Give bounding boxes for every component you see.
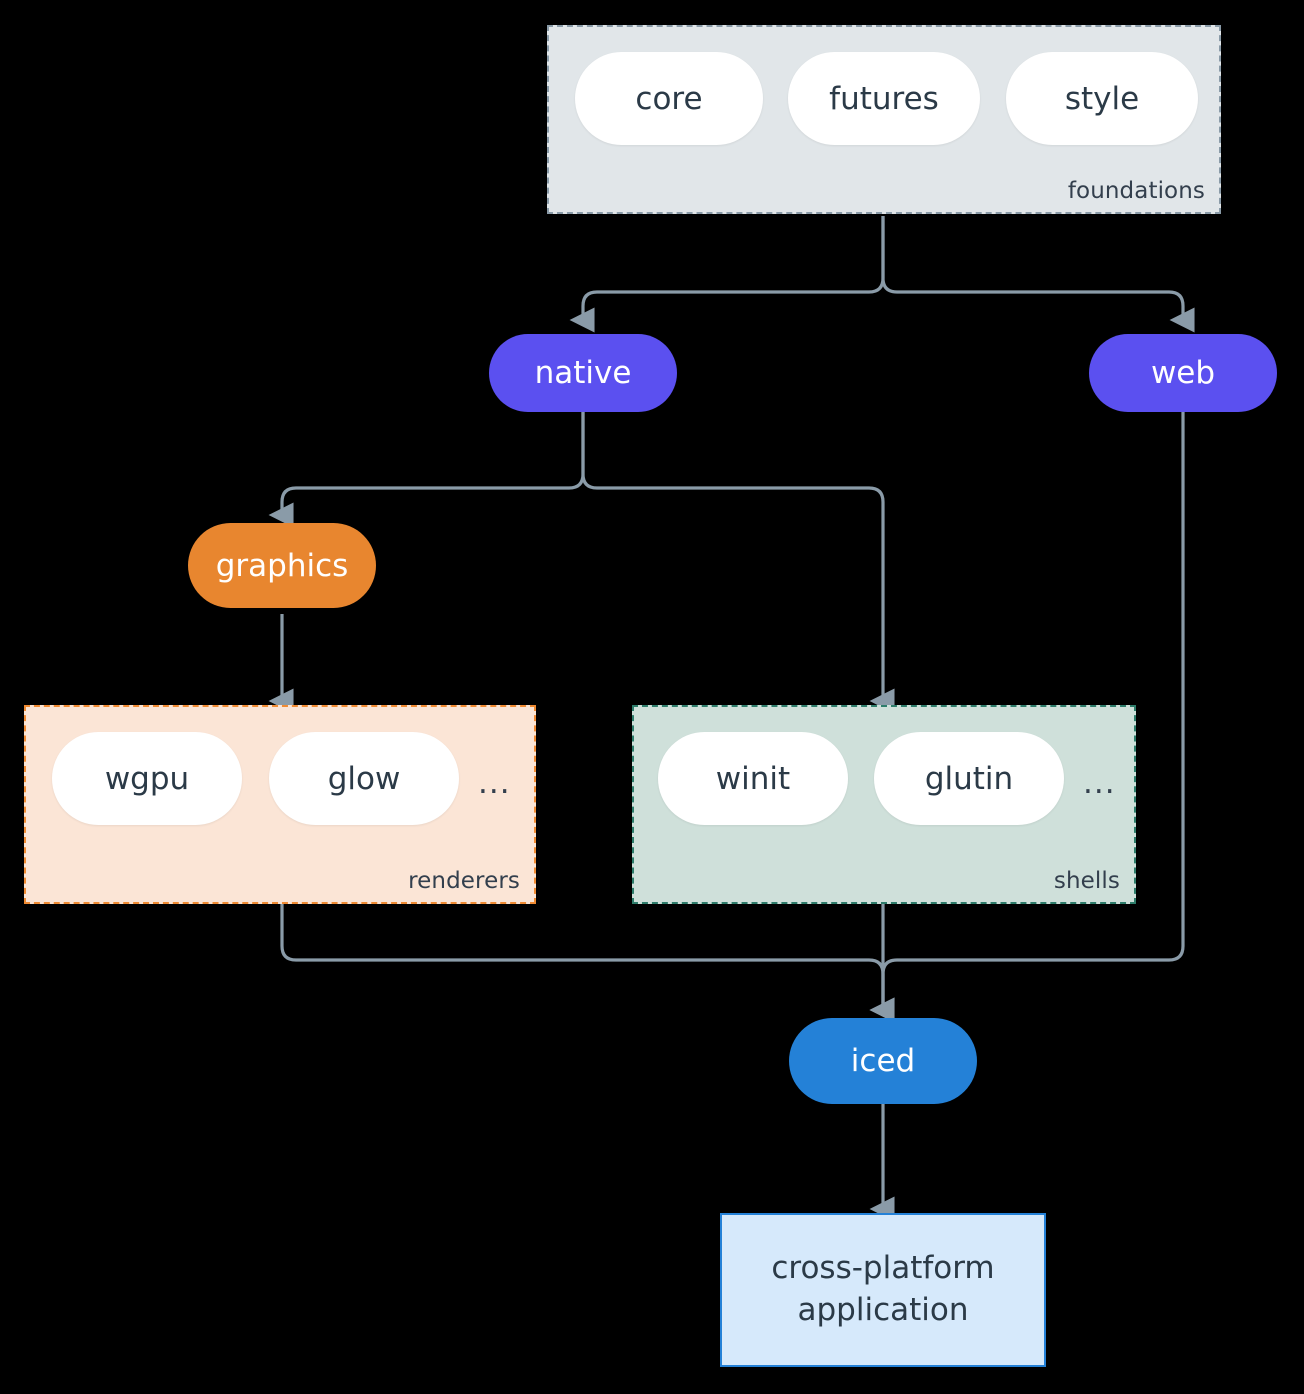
pill-winit[interactable]: winit xyxy=(658,732,848,825)
pill-wgpu[interactable]: wgpu xyxy=(52,732,242,825)
cluster-shells: winit glutin ... shells xyxy=(632,705,1136,904)
node-graphics[interactable]: graphics xyxy=(188,523,376,608)
cluster-label-foundations: foundations xyxy=(1067,178,1205,204)
pill-style[interactable]: style xyxy=(1006,52,1198,145)
pill-glutin[interactable]: glutin xyxy=(874,732,1064,825)
pill-futures[interactable]: futures xyxy=(788,52,980,145)
shells-more-ellipsis: ... xyxy=(1083,765,1116,801)
renderers-more-ellipsis: ... xyxy=(478,765,511,801)
app-label-line1: cross-platform xyxy=(771,1250,995,1287)
cluster-renderers: wgpu glow ... renderers xyxy=(24,705,536,904)
node-web[interactable]: web xyxy=(1089,334,1277,412)
pill-glow[interactable]: glow xyxy=(269,732,459,825)
cluster-foundations: core futures style foundations xyxy=(547,25,1221,214)
app-label-line2: application xyxy=(797,1292,969,1328)
cluster-label-renderers: renderers xyxy=(408,868,520,894)
node-cross-platform-application[interactable]: cross-platform application xyxy=(720,1213,1046,1367)
pill-core[interactable]: core xyxy=(575,52,763,145)
node-iced[interactable]: iced xyxy=(789,1018,977,1104)
node-native[interactable]: native xyxy=(489,334,677,412)
cluster-label-shells: shells xyxy=(1053,868,1120,894)
